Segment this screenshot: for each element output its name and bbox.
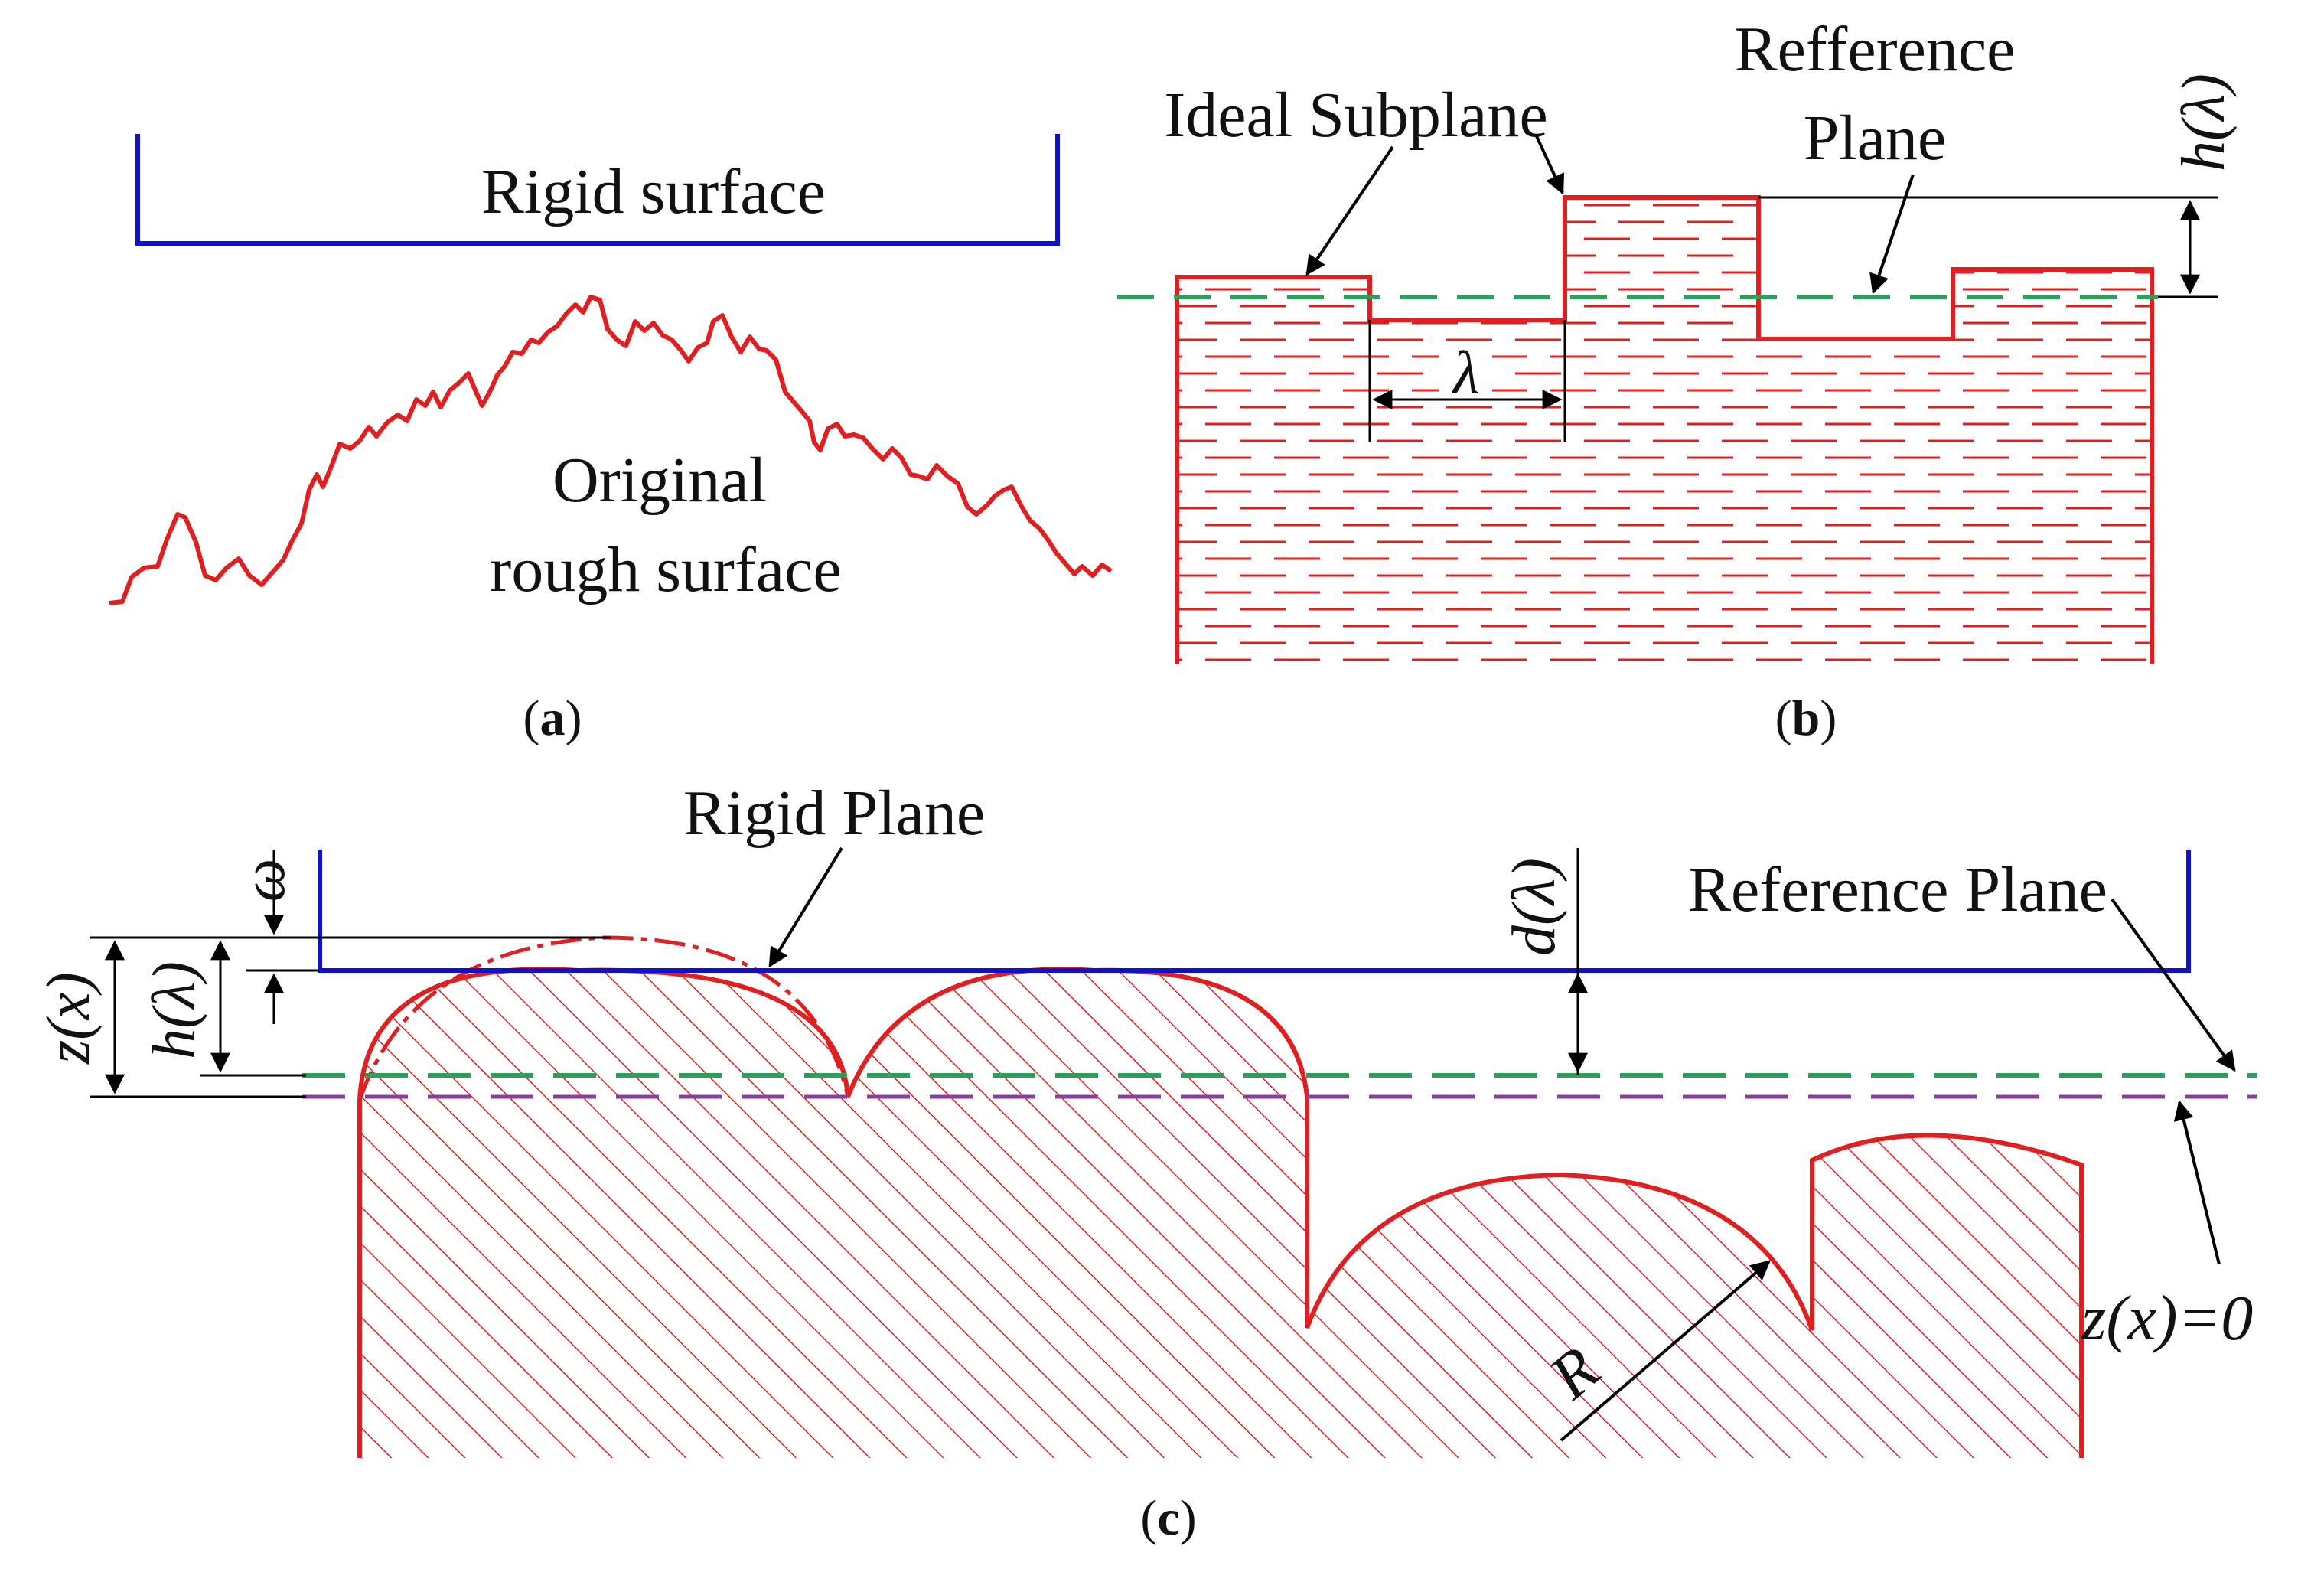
panel-c: ω z(x) h(λ) d(λ) Rigid Plane Reference P… — [35, 778, 2257, 1546]
subsurface-fill — [1177, 197, 2152, 664]
reference-plane-label: Reference Plane — [1688, 854, 2107, 925]
rigid-surface-bracket — [135, 134, 1060, 246]
reference-plane-leader — [2111, 898, 2236, 1072]
rigid-surface-label: Rigid surface — [481, 156, 826, 227]
original-label-line1: Original — [552, 445, 767, 516]
caption-b: (b) — [1775, 690, 1837, 746]
z-x-label: z(x) — [35, 972, 103, 1065]
step-profile — [1175, 195, 2154, 664]
ideal-subplane-leader — [1305, 145, 1394, 276]
zero-plane-leader — [2173, 1100, 2221, 1265]
h-lambda-label: h(λ) — [2170, 73, 2238, 171]
rigid-plane-leader — [768, 846, 843, 968]
asperity-hatch — [360, 969, 2081, 1458]
refference-leader-plane — [1869, 174, 1915, 295]
refference-leader-top — [1535, 135, 1565, 195]
caption-a: (a) — [523, 690, 582, 746]
rough-surface-profile — [109, 295, 1113, 605]
radius-arrow — [1560, 1260, 1771, 1442]
refference-label-line2: Plane — [1804, 103, 1947, 174]
panel-a: Rigid surface Original rough surface (a) — [109, 134, 1113, 746]
h-lambda-label-c: h(λ) — [141, 961, 208, 1059]
omega-label: ω — [230, 859, 298, 902]
lambda-label: λ — [1452, 340, 1480, 407]
refference-label-line1: Refference — [1735, 14, 2016, 85]
rigid-plane-label: Rigid Plane — [683, 778, 985, 849]
d-lambda-label: d(λ) — [1501, 858, 1568, 956]
original-label-line2: rough surface — [490, 534, 841, 605]
caption-c: (c) — [1140, 1490, 1196, 1546]
panel-b: h(λ) λ Ideal Subplane Refference Plane (… — [1117, 14, 2238, 746]
zero-plane-label: z(x)=0 — [2081, 1283, 2254, 1354]
ideal-subplane-label: Ideal Subplane — [1164, 80, 1548, 151]
rigid-plane-bracket — [318, 850, 2191, 973]
